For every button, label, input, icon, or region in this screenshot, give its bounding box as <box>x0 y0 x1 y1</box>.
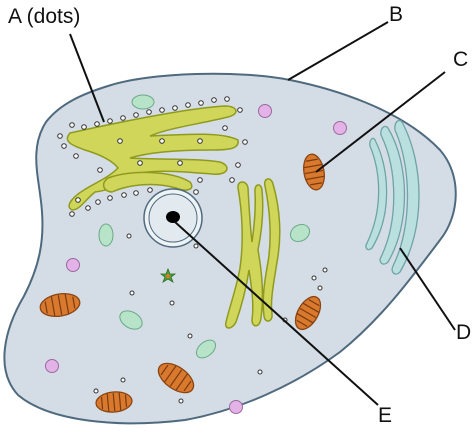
label-d: D <box>456 321 472 344</box>
label-a: A (dots) <box>8 5 81 28</box>
golgi-apparatus <box>365 119 420 275</box>
mitochondrion <box>157 362 195 394</box>
er-cisterna-lower <box>102 171 193 193</box>
leader-lines <box>69 21 456 406</box>
purple-vesicles <box>45 104 347 414</box>
green-star-icon <box>159 267 177 283</box>
rough-er <box>66 105 239 211</box>
mitochondrion <box>39 292 81 318</box>
leader-line-e <box>174 221 379 406</box>
mitochondrion <box>294 295 322 331</box>
green-vesicles <box>98 94 311 359</box>
leader-line-a <box>69 33 105 123</box>
smooth-er <box>224 178 281 329</box>
label-c: C <box>453 48 469 71</box>
mitochondrion <box>95 391 133 413</box>
nucleolus <box>166 211 180 223</box>
leader-line-b <box>287 21 389 81</box>
leader-line-d <box>399 247 456 331</box>
free-ribosomes <box>93 233 328 404</box>
mitochondria <box>39 153 325 413</box>
leader-line-c <box>315 71 446 173</box>
label-e: E <box>378 404 393 427</box>
ribosome-dots <box>57 96 248 217</box>
mitochondrion <box>303 153 325 191</box>
label-b: B <box>389 3 404 26</box>
